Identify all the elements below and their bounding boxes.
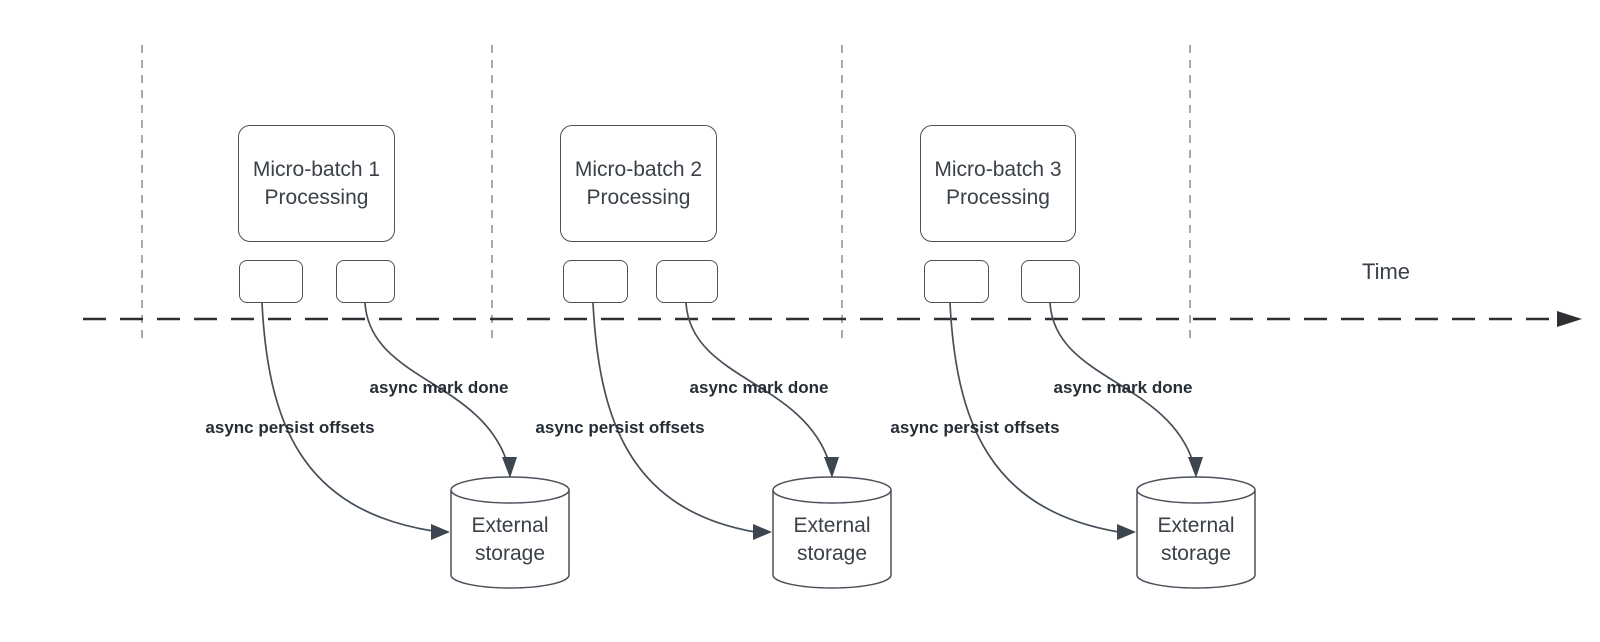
persist-offsets-label-1: async persist offsets bbox=[205, 418, 375, 437]
storage-label-line2: storage bbox=[796, 542, 868, 565]
persist-offsets-arrow-3 bbox=[949, 302, 1120, 533]
micro-batch-box-subtitle: Processing bbox=[586, 185, 691, 209]
persist-offsets-label-3: async persist offsets bbox=[890, 418, 1060, 437]
micro-batch-box-title: Micro-batch 3 bbox=[934, 157, 1062, 181]
micro-batch-box-3: Micro-batch 3 Processing bbox=[920, 125, 1076, 242]
mark-done-arrowhead-3 bbox=[1188, 457, 1203, 478]
mark-done-label-3: async mark done bbox=[1053, 378, 1193, 397]
mark-done-arrowhead-2 bbox=[824, 457, 839, 478]
persist-offsets-task-box-3 bbox=[924, 260, 989, 303]
micro-batch-box-subtitle: Processing bbox=[264, 185, 369, 209]
mark-done-arrow-3 bbox=[1049, 302, 1194, 463]
cylinder-top bbox=[1136, 476, 1256, 504]
micro-batch-box-title: Micro-batch 2 bbox=[574, 157, 703, 181]
time-axis-label: Time bbox=[1361, 259, 1411, 284]
persist-offsets-arrow-1 bbox=[261, 302, 434, 532]
storage-label-line1: External bbox=[1157, 514, 1235, 537]
mark-done-task-box-3 bbox=[1021, 260, 1080, 303]
storage-label-line1: External bbox=[471, 514, 549, 537]
persist-offsets-arrow-2 bbox=[592, 302, 756, 533]
micro-batch-box-2: Micro-batch 2 Processing bbox=[560, 125, 717, 242]
mark-done-task-box-2 bbox=[656, 260, 718, 303]
cylinder-body bbox=[450, 490, 570, 589]
time-axis-arrowhead bbox=[1557, 311, 1582, 327]
cylinder-body bbox=[1136, 490, 1256, 589]
storage-cylinder-3 bbox=[1136, 476, 1256, 589]
persist-offsets-arrowhead-1 bbox=[431, 524, 450, 540]
storage-label-1: External storage bbox=[450, 512, 570, 568]
storage-label-3: External storage bbox=[1136, 512, 1256, 568]
cylinder-top bbox=[450, 476, 570, 504]
mark-done-task-box-1 bbox=[336, 260, 395, 303]
storage-label-line2: storage bbox=[474, 542, 546, 565]
storage-cylinder-1 bbox=[450, 476, 570, 589]
cylinder-top bbox=[772, 476, 892, 504]
persist-offsets-task-box-2 bbox=[563, 260, 628, 303]
storage-cylinder-2 bbox=[772, 476, 892, 589]
micro-batch-box-1: Micro-batch 1 Processing bbox=[238, 125, 395, 242]
storage-label-line2: storage bbox=[1160, 542, 1232, 565]
storage-label-line1: External bbox=[793, 514, 871, 537]
mark-done-arrow-2 bbox=[685, 302, 830, 463]
cylinder-body bbox=[772, 490, 892, 589]
micro-batch-box-title: Micro-batch 1 bbox=[252, 157, 381, 181]
persist-offsets-task-box-1 bbox=[239, 260, 303, 303]
mark-done-label-2: async mark done bbox=[689, 378, 829, 397]
persist-offsets-arrowhead-3 bbox=[1117, 524, 1136, 540]
mark-done-label-1: async mark done bbox=[369, 378, 509, 397]
micro-batch-box-subtitle: Processing bbox=[946, 185, 1050, 209]
storage-label-2: External storage bbox=[772, 512, 892, 568]
mark-done-arrowhead-1 bbox=[502, 457, 517, 478]
persist-offsets-label-2: async persist offsets bbox=[535, 418, 705, 437]
persist-offsets-arrowhead-2 bbox=[753, 524, 772, 540]
mark-done-arrow-1 bbox=[364, 302, 508, 463]
